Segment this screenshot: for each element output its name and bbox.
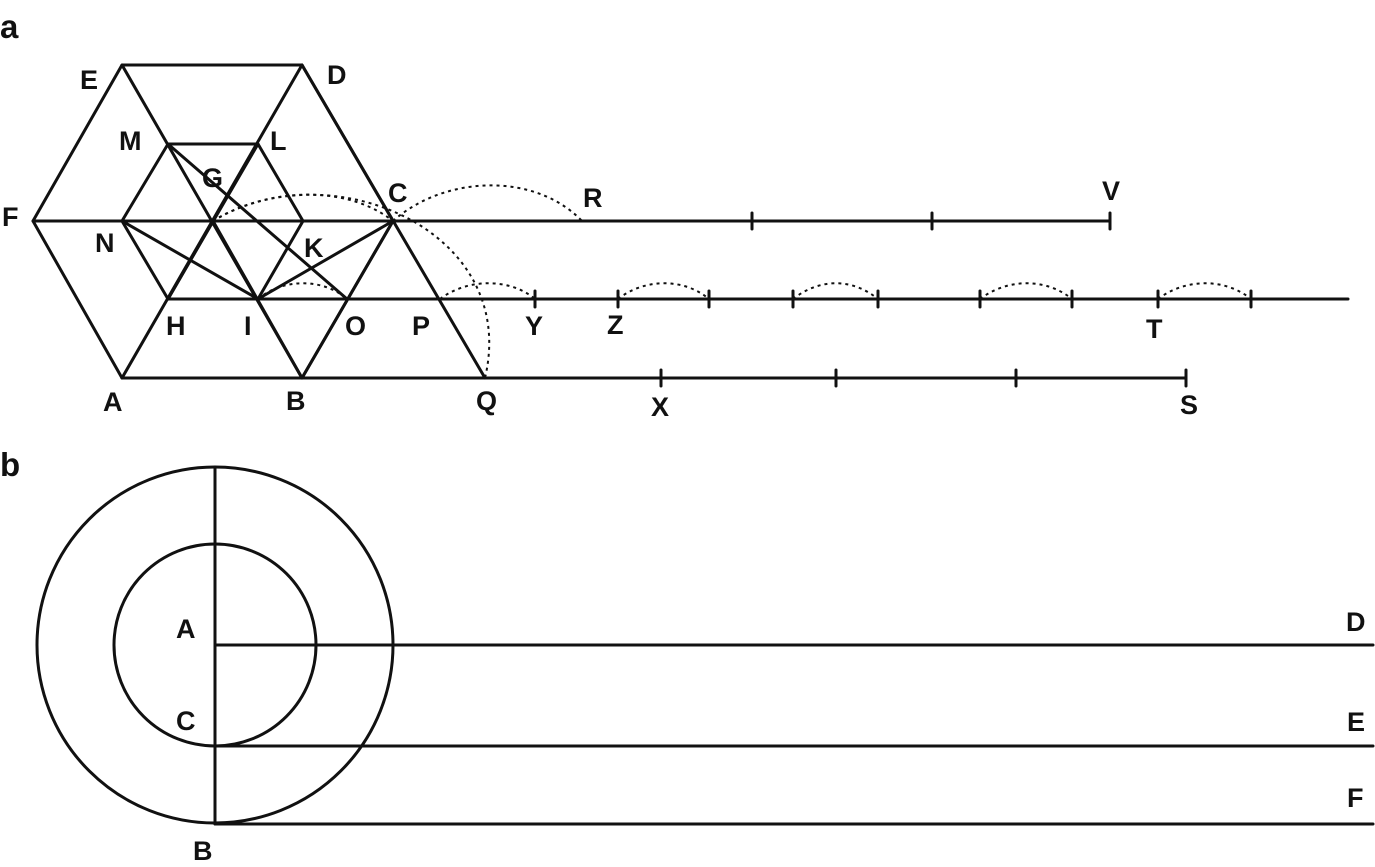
label-A: A <box>103 387 123 417</box>
line-C-I <box>256 219 395 301</box>
label-b-E: E <box>1347 707 1365 737</box>
label-I: I <box>244 311 252 341</box>
label-F: F <box>2 202 19 232</box>
label-M: M <box>119 126 142 156</box>
label-T: T <box>1146 314 1163 344</box>
arc-mid-3 <box>979 282 1073 300</box>
line-G-H <box>166 219 215 301</box>
arc-mid-2 <box>792 282 879 300</box>
label-V: V <box>1102 176 1120 206</box>
label-b-F: F <box>1347 783 1364 813</box>
label-P: P <box>412 311 430 341</box>
panel-a: a <box>0 8 1350 422</box>
arc-P-Y <box>439 282 536 300</box>
label-Y: Y <box>525 311 543 341</box>
arc-mid-4 <box>1157 282 1252 300</box>
label-Q: Q <box>476 386 497 416</box>
arc-mid-1 <box>617 282 710 300</box>
label-N: N <box>95 228 115 258</box>
label-R: R <box>583 183 603 213</box>
label-D: D <box>327 60 347 90</box>
label-C: C <box>388 178 408 208</box>
label-L: L <box>270 126 287 156</box>
panel-b-label: b <box>0 446 20 483</box>
panel-a-label: a <box>0 8 19 45</box>
label-b-D: D <box>1346 607 1366 637</box>
label-b-C: C <box>176 706 196 736</box>
label-b-A: A <box>176 614 196 644</box>
label-b-B: B <box>193 836 213 866</box>
arc-I-O <box>257 282 348 300</box>
label-K: K <box>304 233 324 263</box>
label-Z: Z <box>607 310 624 340</box>
label-S: S <box>1180 390 1198 420</box>
label-E: E <box>80 65 98 95</box>
label-G: G <box>202 163 223 193</box>
panel-b: b A C B D E F <box>0 446 1375 866</box>
label-X: X <box>651 392 669 422</box>
arc-C-R <box>392 184 583 222</box>
label-B: B <box>286 386 306 416</box>
label-H: H <box>166 311 186 341</box>
label-O: O <box>345 311 366 341</box>
arc-G-Q <box>212 193 491 379</box>
